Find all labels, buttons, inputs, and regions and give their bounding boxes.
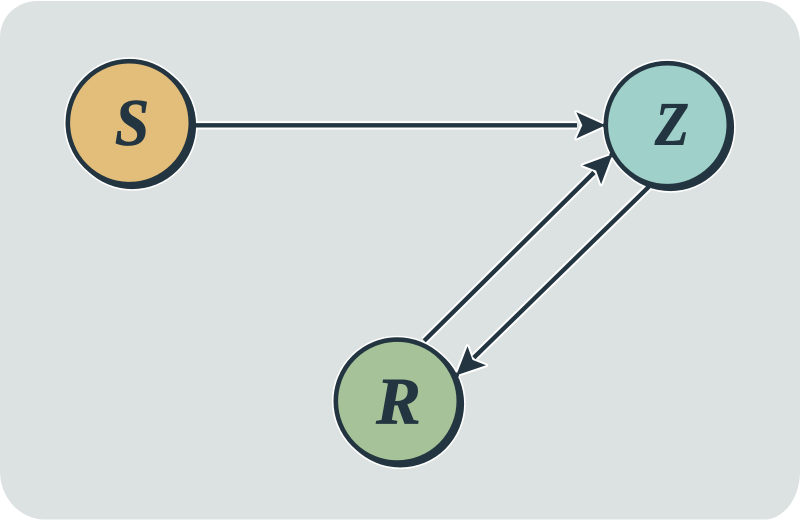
svg-text:S: S <box>115 86 149 160</box>
svg-text:R: R <box>375 365 421 439</box>
svg-text:Z: Z <box>654 90 689 158</box>
